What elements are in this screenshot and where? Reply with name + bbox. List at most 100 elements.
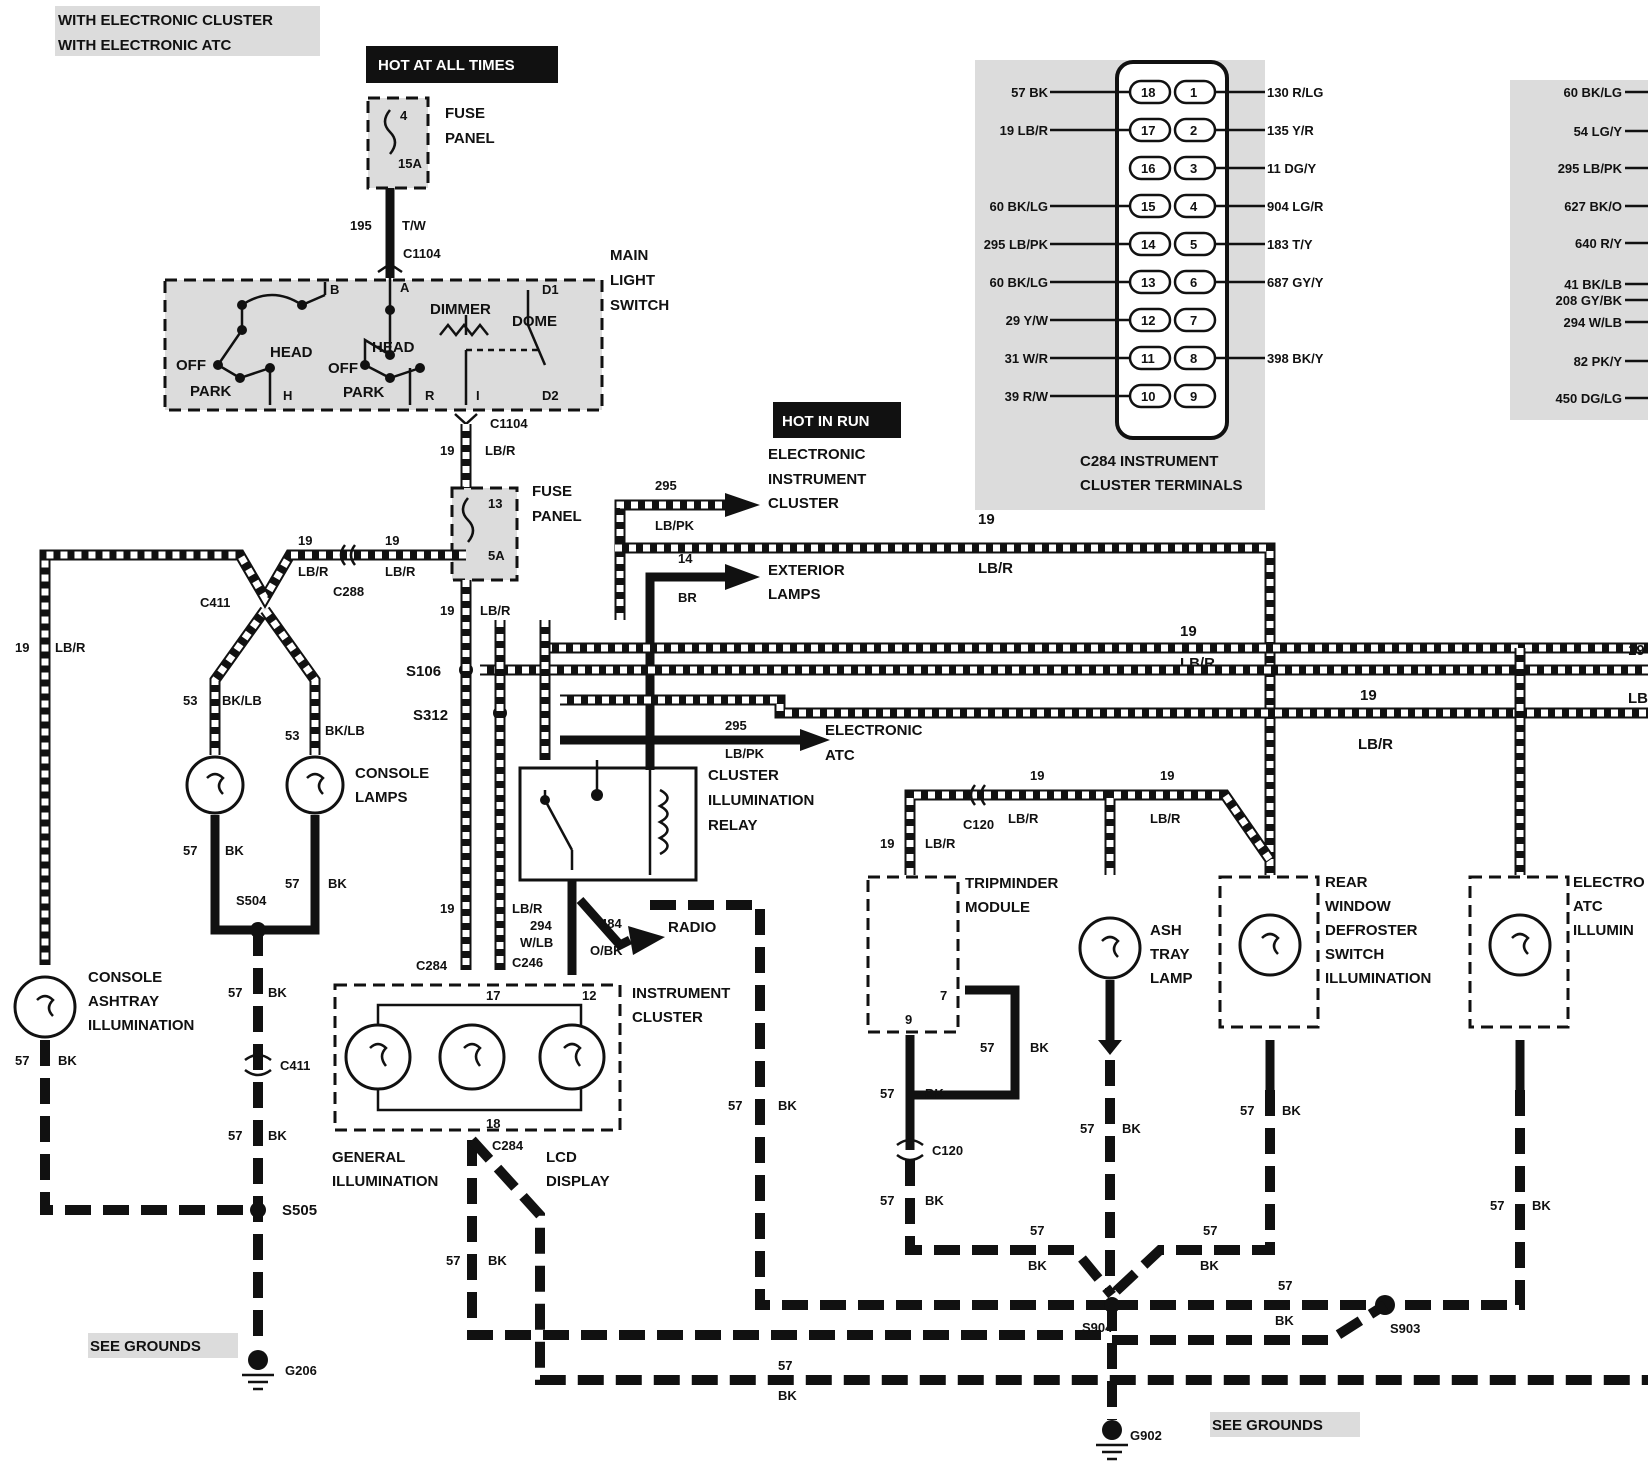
wire-295-b: 295 bbox=[725, 718, 747, 733]
c284-pin-number: 6 bbox=[1190, 275, 1197, 290]
wire-lbr-g: LB/R bbox=[1008, 811, 1039, 826]
wire-bk-j: BK bbox=[1122, 1121, 1141, 1136]
wire-19-e: 19 bbox=[385, 533, 399, 548]
arrow-exterior bbox=[725, 564, 760, 590]
s903-label: S903 bbox=[1390, 1321, 1420, 1336]
wire-195-num: 195 bbox=[350, 218, 372, 233]
wire-19-g: 19 bbox=[1030, 768, 1044, 783]
pin-9: 9 bbox=[905, 1012, 912, 1027]
wire-lbr-h: LB/R bbox=[1150, 811, 1181, 826]
gi-label1: GENERAL bbox=[332, 1149, 405, 1166]
c284-pin-number: 9 bbox=[1190, 389, 1197, 404]
s904-label: S904 bbox=[1082, 1320, 1113, 1335]
rw-label4: SWITCH bbox=[1325, 946, 1384, 963]
wire-lbr-e: LB/R bbox=[385, 564, 416, 579]
c284-pin-number: 12 bbox=[1141, 313, 1155, 328]
wire-wlb: W/LB bbox=[520, 935, 553, 950]
edge-wire-label: 450 DG/LG bbox=[1556, 391, 1622, 406]
wire-bk-relay: BK bbox=[778, 1098, 797, 1113]
wire-bk-h: BK bbox=[925, 1193, 944, 1208]
c284-pin-number: 1 bbox=[1190, 85, 1197, 100]
switch-terminal-b: B bbox=[330, 282, 339, 297]
wire-bk-k: BK bbox=[1282, 1103, 1301, 1118]
switch-dome: DOME bbox=[512, 313, 557, 330]
edge-wire-label: 41 BK/LB bbox=[1564, 277, 1622, 292]
bus-19-a: 19 bbox=[978, 511, 995, 528]
s505-label: S505 bbox=[282, 1202, 317, 1219]
wire-bk-a: BK bbox=[225, 843, 244, 858]
s106-label: S106 bbox=[406, 663, 441, 680]
header-line2: WITH ELECTRONIC ATC bbox=[58, 37, 231, 54]
rw-label3: DEFROSTER bbox=[1325, 922, 1418, 939]
rear-window-lamp bbox=[1238, 913, 1302, 977]
edge-wire-label: 294 W/LB bbox=[1563, 315, 1622, 330]
c284-pin-right bbox=[1173, 307, 1217, 333]
c284-pin-number: 2 bbox=[1190, 123, 1197, 138]
c284-pin-number: 8 bbox=[1190, 351, 1197, 366]
fuse-panel-top bbox=[366, 96, 430, 190]
s504-label: S504 bbox=[236, 893, 267, 908]
main-switch-label1: MAIN bbox=[610, 247, 648, 264]
ext-label1: EXTERIOR bbox=[768, 562, 845, 579]
see-grounds-left: SEE GROUNDS bbox=[90, 1338, 201, 1355]
wire-19-b: 19 bbox=[440, 603, 454, 618]
switch-dimmer: DIMMER bbox=[430, 301, 491, 318]
c411-connector bbox=[244, 1053, 272, 1077]
c284-wire-label: 11 DG/Y bbox=[1267, 161, 1316, 176]
ext-label2: LAMPS bbox=[768, 586, 821, 603]
ash-label1: ASH bbox=[1150, 922, 1182, 939]
wire-19-d: 19 bbox=[298, 533, 312, 548]
arrow-radio bbox=[628, 926, 665, 955]
main-switch-label2: LIGHT bbox=[610, 272, 655, 289]
c284-wire-label: 295 LB/PK bbox=[984, 237, 1049, 252]
c284-pin-number: 18 bbox=[1141, 85, 1155, 100]
wire-lbr-d: LB/R bbox=[298, 564, 329, 579]
c284-wire-label: 60 BK/LG bbox=[989, 199, 1048, 214]
c284-wire-label: 29 Y/W bbox=[1006, 313, 1049, 328]
wire-bk-f: BK bbox=[1030, 1040, 1049, 1055]
fuse-top-label1: FUSE bbox=[445, 105, 485, 122]
c284-caption1: C284 INSTRUMENT bbox=[1080, 453, 1218, 470]
ash-label3: LAMP bbox=[1150, 970, 1193, 987]
switch-head1: HEAD bbox=[270, 344, 313, 361]
c284-wire-label: 398 BK/Y bbox=[1267, 351, 1324, 366]
switch-terminal-a: A bbox=[400, 280, 410, 295]
cir-label3: RELAY bbox=[708, 817, 757, 834]
edge-lb: LB bbox=[1628, 690, 1648, 707]
wire-lbpk-a: LB/PK bbox=[655, 518, 695, 533]
wire-57-ic: 57 bbox=[446, 1253, 460, 1268]
radio-label: RADIO bbox=[668, 919, 717, 936]
fuse-top-pin-b: 15A bbox=[398, 156, 422, 171]
wire-57-e: 57 bbox=[15, 1053, 29, 1068]
c246-label: C246 bbox=[512, 955, 543, 970]
wire-57-c: 57 bbox=[228, 985, 242, 1000]
console-label1: CONSOLE bbox=[355, 765, 429, 782]
wire-lbr-i: LB/R bbox=[925, 836, 956, 851]
wire-57-k: 57 bbox=[1240, 1103, 1254, 1118]
eatc-label1: ELECTRONIC bbox=[825, 722, 923, 739]
c284-wire-label: 19 LB/R bbox=[1000, 123, 1049, 138]
pin-18: 18 bbox=[486, 1116, 500, 1131]
switch-terminal-h: H bbox=[283, 388, 292, 403]
wire-57-m: 57 bbox=[1490, 1198, 1504, 1213]
switch-off2: OFF bbox=[328, 360, 358, 377]
cluster-bulb-2 bbox=[438, 1023, 506, 1091]
wire-57-bottom: 57 bbox=[778, 1358, 792, 1373]
c284-pin-number: 11 bbox=[1141, 351, 1155, 366]
c284-wire-label: 130 R/LG bbox=[1267, 85, 1323, 100]
ash-label2: TRAY bbox=[1150, 946, 1189, 963]
eic-label2: INSTRUMENT bbox=[768, 471, 866, 488]
rw-label5: ILLUMINATION bbox=[1325, 970, 1431, 987]
wire-obk: O/BK bbox=[590, 943, 623, 958]
wire-bk-b: BK bbox=[328, 876, 347, 891]
cir-label2: ILLUMINATION bbox=[708, 792, 814, 809]
c284-wire-label: 135 Y/R bbox=[1267, 123, 1314, 138]
pin-12: 12 bbox=[582, 988, 596, 1003]
wire-bklb-a: BK/LB bbox=[222, 693, 262, 708]
wire-57-h: 57 bbox=[880, 1193, 894, 1208]
wire-bk-bottom: BK bbox=[778, 1388, 797, 1403]
wire-bk-m: BK bbox=[1532, 1198, 1551, 1213]
wire-57-f: 57 bbox=[980, 1040, 994, 1055]
